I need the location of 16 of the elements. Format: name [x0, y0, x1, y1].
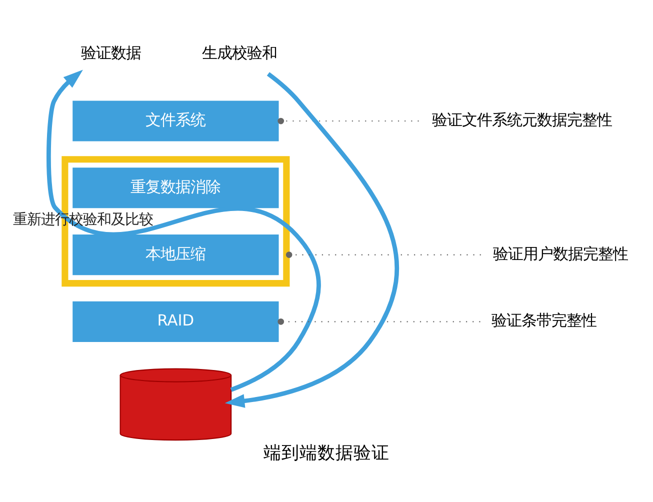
arrow	[224, 72, 399, 408]
connector	[278, 318, 480, 324]
caption: 端到端数据验证	[264, 443, 390, 464]
node-text: 验证用户数据完整性	[493, 244, 628, 262]
connector	[286, 251, 481, 258]
node-box: 重复数据消除	[72, 167, 279, 208]
node-box: RAID	[72, 300, 279, 342]
edge-label: 重新进行校验和及比较	[13, 212, 154, 228]
node-text: 生成校验和	[202, 44, 277, 62]
node-text: 验证文件系统元数据完整性	[432, 110, 612, 129]
arrow	[46, 69, 321, 392]
node-box: 文件系统	[72, 100, 279, 141]
node-box: 本地压缩	[72, 234, 279, 275]
connector	[278, 117, 419, 124]
node-text: 验证数据	[80, 44, 141, 62]
node-text: 验证条带完整性	[492, 311, 597, 330]
